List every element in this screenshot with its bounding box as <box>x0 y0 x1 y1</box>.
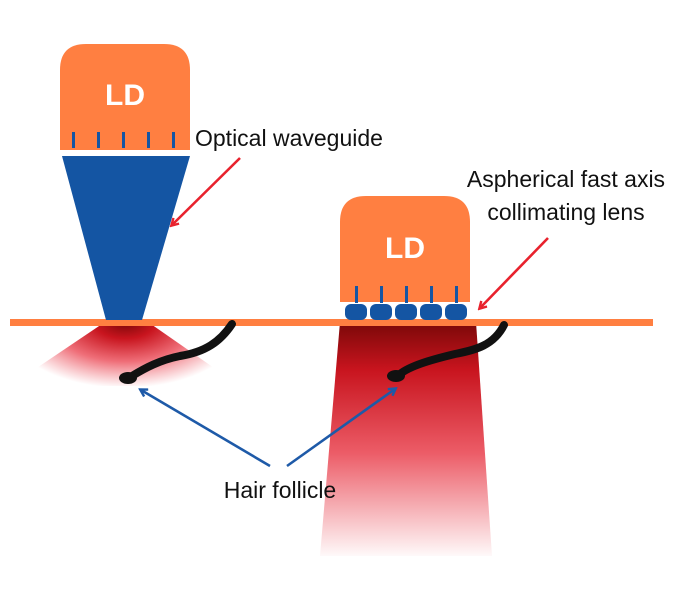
left-emitter-pins <box>72 132 175 148</box>
right-laser-diode: LD <box>340 196 470 303</box>
collimating-lens-array <box>345 304 467 320</box>
left-beam-spread <box>10 322 240 386</box>
right-ld-label: LD <box>385 232 425 265</box>
right-emitter-pins <box>355 286 458 303</box>
right-hair-follicle <box>387 321 508 382</box>
hair-pointer-arrow-right <box>286 389 395 468</box>
skin-surface-line <box>10 319 653 326</box>
lens-pointer-arrow <box>480 237 549 308</box>
lens-label-line2: collimating lens <box>487 199 644 225</box>
optical-waveguide <box>62 156 190 320</box>
left-laser-diode: LD <box>60 44 190 150</box>
left-hair-follicle <box>119 320 236 384</box>
left-ld-label: LD <box>105 79 145 112</box>
lens-label-line1: Aspherical fast axis <box>467 166 665 192</box>
hair-pointer-arrow-left <box>141 390 271 468</box>
hair-follicle-label: Hair follicle <box>224 477 336 503</box>
waveguide-pointer-arrow <box>172 157 241 225</box>
right-beam-column <box>320 322 492 556</box>
waveguide-label: Optical waveguide <box>195 125 383 151</box>
